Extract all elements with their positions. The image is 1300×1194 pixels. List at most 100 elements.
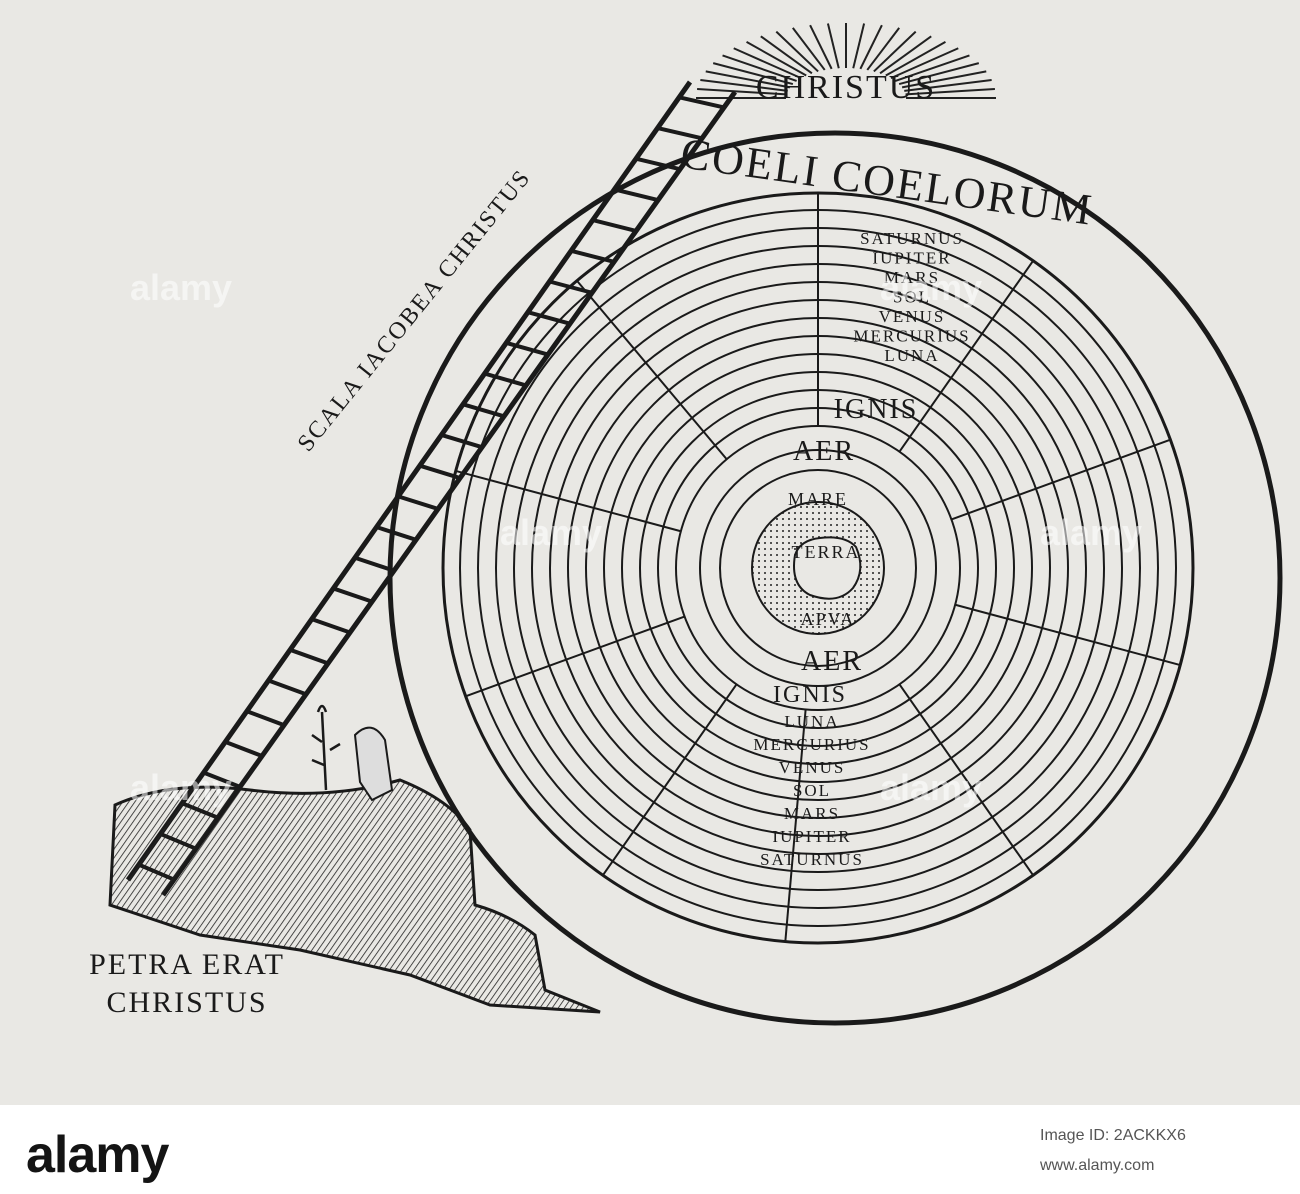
ladder-rung bbox=[570, 248, 615, 264]
sector-divider bbox=[465, 615, 685, 698]
watermark-3: alamy bbox=[500, 512, 602, 553]
sector-divider bbox=[898, 683, 1034, 876]
watermark-6: alamy bbox=[880, 767, 982, 808]
stock-footer: alamy Image ID: 2ACKKX6 www.alamy.com bbox=[0, 1105, 1300, 1194]
rock-spire bbox=[353, 726, 394, 802]
planet-label: MERCURIUS bbox=[853, 327, 970, 346]
ladder-rung bbox=[440, 433, 483, 450]
ray-line bbox=[901, 70, 987, 89]
ladder-rung bbox=[397, 494, 439, 511]
sector-divider bbox=[602, 683, 738, 876]
ray-line bbox=[722, 54, 797, 82]
ladder-rung bbox=[289, 647, 329, 666]
ray-line bbox=[898, 62, 980, 86]
site-url-text: www.alamy.com bbox=[1040, 1157, 1155, 1174]
brand-logo: alamy bbox=[26, 1126, 169, 1184]
ray-line bbox=[866, 27, 900, 71]
ray-line bbox=[760, 35, 813, 75]
ladder-rung bbox=[548, 279, 593, 295]
petra-line-2: CHRISTUS bbox=[106, 986, 267, 1019]
christus-rays bbox=[696, 23, 996, 99]
planet-label: IUPITER bbox=[772, 827, 851, 846]
aqua-label: APVA bbox=[801, 609, 856, 629]
ladder-rung bbox=[311, 617, 351, 635]
planet-label: IUPITER bbox=[872, 249, 951, 268]
sector-divider bbox=[898, 260, 1034, 453]
ray-line bbox=[852, 23, 866, 69]
ray-line bbox=[879, 35, 932, 75]
ray-line bbox=[873, 30, 917, 73]
aer-top-label: AER bbox=[793, 436, 855, 467]
ray-line bbox=[792, 27, 826, 71]
watermark-1: alamy bbox=[130, 267, 232, 308]
earth-shape bbox=[793, 536, 862, 600]
sector-divider bbox=[951, 438, 1171, 521]
sphere-ring bbox=[719, 469, 917, 667]
ladder-rung bbox=[657, 126, 703, 141]
ladder-rung bbox=[332, 586, 373, 604]
jacob-ladder bbox=[125, 80, 738, 897]
ladder-rung bbox=[246, 709, 285, 728]
ray-line bbox=[904, 79, 992, 92]
planet-label: MARS bbox=[884, 268, 940, 287]
woodcut-page: CHRISTUS COELI COELORUM SCALA IACOBEA CH… bbox=[0, 0, 1300, 1105]
watermark-5: alamy bbox=[130, 767, 232, 808]
ray-line bbox=[700, 79, 788, 92]
ray-line bbox=[705, 70, 791, 89]
ladder-rung bbox=[527, 310, 571, 326]
scala-iacobea-label: SCALA IACOBEA CHRISTUS bbox=[293, 165, 536, 457]
ladder-rung bbox=[613, 187, 659, 203]
ladder-rung bbox=[419, 463, 461, 480]
ray-line bbox=[809, 24, 833, 70]
ray-line bbox=[885, 40, 946, 77]
ladder-rung bbox=[267, 678, 307, 697]
ladder-rung bbox=[224, 740, 263, 758]
planet-label: SATURNUS bbox=[760, 850, 864, 869]
planet-label: MERCURIUS bbox=[753, 735, 870, 754]
ladder-rung bbox=[354, 555, 395, 573]
ray-line bbox=[905, 87, 995, 96]
ray-line bbox=[746, 40, 807, 77]
planet-label: LUNA bbox=[784, 712, 839, 731]
ray-line bbox=[697, 87, 787, 96]
ray-line bbox=[733, 47, 802, 80]
ladder-rung bbox=[592, 218, 637, 233]
sphere-ring bbox=[699, 449, 937, 687]
planet-label: LUNA bbox=[884, 346, 939, 365]
sector-divider bbox=[954, 603, 1181, 667]
ladder-rung bbox=[505, 340, 549, 357]
planet-label: SOL bbox=[893, 288, 931, 307]
ray-line bbox=[775, 30, 819, 73]
sprig-plant bbox=[311, 704, 341, 791]
ladder-rung bbox=[462, 402, 505, 419]
sector-divider bbox=[455, 469, 682, 533]
ladder-rung bbox=[678, 95, 725, 110]
ray-line bbox=[859, 24, 883, 70]
terra-label: TERRA bbox=[791, 542, 860, 562]
petra-line-1: PETRA ERAT bbox=[89, 948, 285, 981]
ladder-rung bbox=[375, 525, 417, 542]
planet-label: MARS bbox=[784, 804, 840, 823]
mare-label: MARE bbox=[788, 489, 848, 509]
rock-petra bbox=[108, 778, 601, 1014]
sphere-dividers bbox=[455, 193, 1181, 942]
planet-label: SATURNUS bbox=[860, 229, 964, 248]
watermark-2: alamy bbox=[880, 267, 982, 308]
ignis-top-label: IGNIS bbox=[834, 394, 919, 425]
planet-label: SOL bbox=[793, 781, 831, 800]
ladder-rung bbox=[484, 371, 527, 388]
christus-title: CHRISTUS bbox=[756, 69, 936, 106]
sector-divider bbox=[784, 709, 807, 942]
ray-line bbox=[890, 47, 959, 80]
planet-label: VENUS bbox=[879, 307, 946, 326]
ray-line bbox=[826, 23, 840, 69]
cosmos-woodcut: CHRISTUS COELI COELORUM SCALA IACOBEA CH… bbox=[89, 23, 1283, 1026]
ladder-rung bbox=[635, 156, 681, 172]
watermark-4: alamy bbox=[1040, 512, 1142, 553]
ladder-rung bbox=[202, 770, 241, 789]
ray-line bbox=[895, 54, 970, 82]
ignis-bottom-label: IGNIS bbox=[773, 682, 847, 708]
